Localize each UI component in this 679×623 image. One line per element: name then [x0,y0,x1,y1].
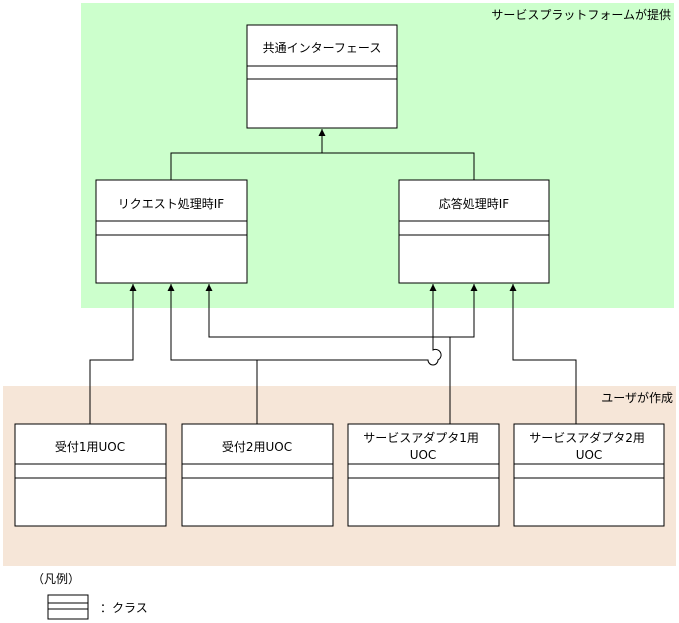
class-adapter2-uoc: サービスアダプタ2用 UOC [513,423,665,527]
class-receive1-uoc: 受付1用UOC [14,423,167,527]
class-name: サービスアダプタ1用 UOC [363,430,482,462]
edge-adapter2-to-response [509,284,577,424]
class-name: 受付1用UOC [55,440,125,454]
class-name: リクエスト処理時IF [118,197,225,211]
class-adapter1-uoc: サービスアダプタ1用 UOC [347,423,500,527]
class-request-if: リクエスト処理時IF [95,179,248,284]
edge-receive1-to-request [89,284,137,424]
edge-adapter1-to-response [449,284,478,424]
legend-title: （凡例） [32,572,80,586]
edge-receive2-to-response [257,284,442,366]
class-receive2-uoc: 受付2用UOC [181,423,334,527]
class-name: 応答処理時IF [439,196,510,211]
platform-region-label: サービスプラットフォームが提供 [491,7,671,22]
legend-class-symbol [47,594,89,620]
class-common-interface: 共通インターフェース [246,24,398,129]
edge-receive2-to-request [167,284,258,424]
class-response-if: 応答処理時IF [398,179,550,284]
legend-class-label: ：クラス [100,601,148,615]
edge-interfaces-to-common [170,129,475,180]
legend: （凡例） ：クラス [32,572,148,620]
class-name: 共通インターフェース [263,41,382,55]
class-name: 受付2用UOC [222,440,292,454]
user-region-label: ユーザが作成 [601,390,673,405]
edge-adapter1-to-request [205,284,450,338]
class-name: サービスアダプタ2用 UOC [529,430,648,462]
